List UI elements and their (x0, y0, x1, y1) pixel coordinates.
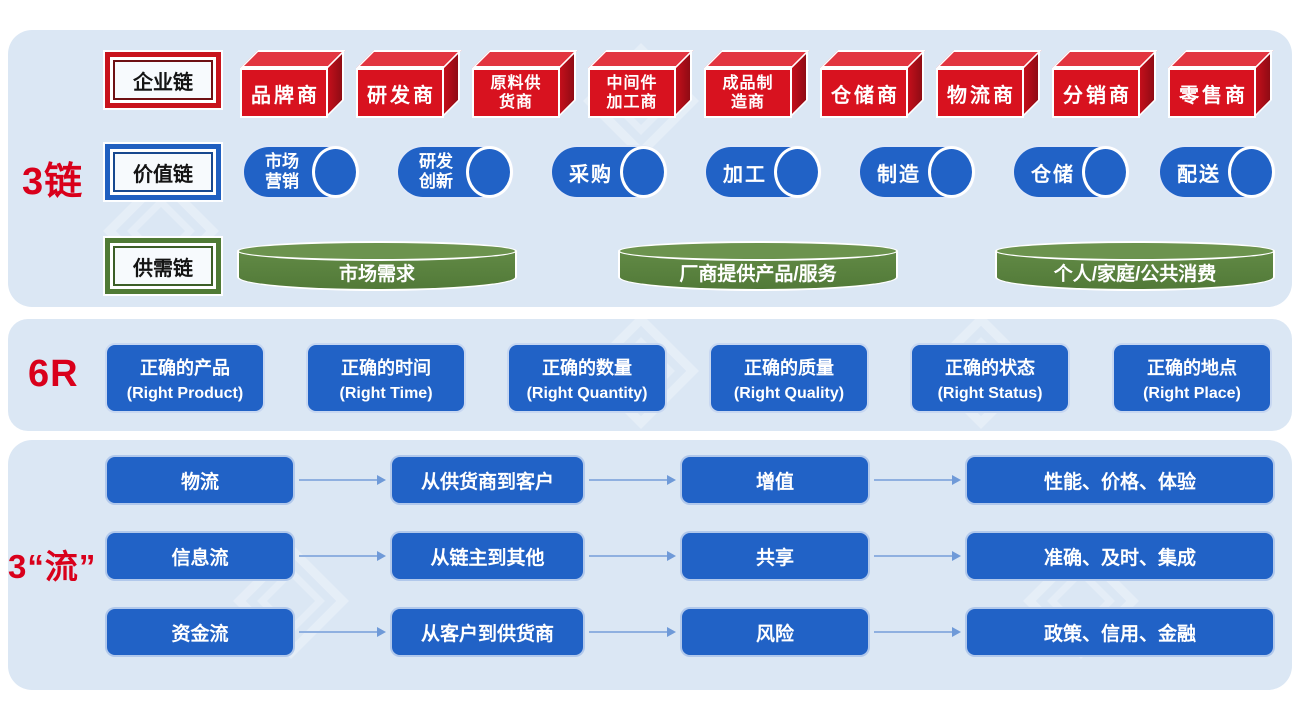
flow-box: 从链主到其他 (390, 531, 585, 581)
enterprise-box-label: 研发商 (356, 68, 444, 118)
six-r-english-label: (Right Place) (1143, 384, 1241, 402)
enterprise-box-label: 仓储商 (820, 68, 908, 118)
flow-box: 资金流 (105, 607, 295, 657)
section-label-6r: 6R (28, 353, 79, 395)
flow-arrow-icon (299, 551, 386, 561)
six-r-chinese-label: 正确的质量 (744, 357, 834, 378)
value-chain-label-box: 价值链 (105, 144, 221, 200)
six-r-english-label: (Right Quality) (733, 384, 845, 402)
flow-box: 物流 (105, 455, 295, 505)
flow-box: 准确、及时、集成 (965, 531, 1275, 581)
enterprise-chain-label: 企业链 (113, 60, 213, 100)
enterprise-box-label: 原料供 货商 (472, 68, 560, 118)
value-cylinder-label: 仓储 (1031, 163, 1075, 186)
cylinder-cap (1228, 146, 1275, 198)
supply-demand-cylinder: 个人/家庭/公共消费 (995, 241, 1275, 291)
flow-box: 政策、信用、金融 (965, 607, 1275, 657)
six-r-chinese-label: 正确的状态 (945, 357, 1035, 378)
supply-demand-cylinder: 市场需求 (237, 241, 517, 291)
flow-box: 性能、价格、体验 (965, 455, 1275, 505)
flow-arrow-icon (299, 475, 386, 485)
six-r-card: 正确的质量 (Right Quality) (709, 343, 869, 413)
flow-box: 共享 (680, 531, 870, 581)
flow-arrow-icon (874, 475, 961, 485)
flow-arrow-icon (589, 475, 676, 485)
value-cylinder-label: 加工 (723, 163, 767, 186)
cylinder-cap (466, 146, 513, 198)
section-label-3-chains: 3链 (22, 161, 84, 203)
six-r-english-label: (Right Time) (339, 384, 433, 402)
enterprise-chain-label-box: 企业链 (105, 52, 221, 108)
value-cylinder-label: 制造 (877, 163, 921, 186)
enterprise-box-label: 分销商 (1052, 68, 1140, 118)
supply-demand-chain-label-box: 供需链 (105, 238, 221, 294)
flow-arrow-icon (589, 627, 676, 637)
enterprise-box: 品牌商 (240, 50, 348, 118)
supply-demand-label: 市场需求 (338, 263, 415, 285)
six-r-chinese-label: 正确的产品 (140, 357, 230, 378)
value-cylinder: 研发 创新 (396, 145, 514, 199)
flow-box: 风险 (680, 607, 870, 657)
cylinder-cap (774, 146, 821, 198)
enterprise-box: 零售商 (1168, 50, 1276, 118)
value-cylinder: 配送 (1158, 145, 1276, 199)
cylinder-top-face (995, 241, 1275, 261)
flow-arrow-icon (299, 627, 386, 637)
six-r-english-label: (Right Product) (126, 384, 244, 402)
value-cylinder-label: 研发 创新 (419, 152, 453, 191)
value-cylinder: 采购 (550, 145, 668, 199)
value-cylinder: 市场 营销 (242, 145, 360, 199)
flow-arrow-icon (874, 627, 961, 637)
enterprise-box-label: 成品制 造商 (704, 68, 792, 118)
value-cylinder: 仓储 (1012, 145, 1130, 199)
value-cylinder-label: 配送 (1177, 163, 1221, 186)
supply-demand-label: 个人/家庭/公共消费 (1053, 263, 1217, 285)
value-cylinder: 加工 (704, 145, 822, 199)
enterprise-box: 成品制 造商 (704, 50, 812, 118)
value-cylinder: 制造 (858, 145, 976, 199)
cylinder-cap (620, 146, 667, 198)
value-chain-label: 价值链 (113, 152, 213, 192)
supply-demand-label: 厂商提供产品/服务 (679, 263, 837, 285)
six-r-card: 正确的数量 (Right Quantity) (507, 343, 667, 413)
cylinder-cap (312, 146, 359, 198)
enterprise-box: 仓储商 (820, 50, 928, 118)
value-cylinder-label: 采购 (569, 163, 613, 186)
flow-box: 增值 (680, 455, 870, 505)
value-cylinder-label: 市场 营销 (265, 152, 299, 191)
enterprise-box-label: 物流商 (936, 68, 1024, 118)
flow-box: 从供货商到客户 (390, 455, 585, 505)
supply-demand-chain-label: 供需链 (113, 246, 213, 286)
six-r-english-label: (Right Quantity) (526, 384, 648, 402)
six-r-chinese-label: 正确的数量 (542, 357, 632, 378)
six-r-card: 正确的时间 (Right Time) (306, 343, 466, 413)
cylinder-top-face (237, 241, 517, 261)
six-r-card: 正确的状态 (Right Status) (910, 343, 1070, 413)
enterprise-box: 原料供 货商 (472, 50, 580, 118)
enterprise-box-label: 中间件 加工商 (588, 68, 676, 118)
six-r-card: 正确的产品 (Right Product) (105, 343, 265, 413)
six-r-chinese-label: 正确的地点 (1147, 357, 1237, 378)
flow-box: 信息流 (105, 531, 295, 581)
flow-box: 从客户到供货商 (390, 607, 585, 657)
cylinder-cap (1082, 146, 1129, 198)
section-label-3-flows: 3“流” (8, 548, 97, 585)
six-r-english-label: (Right Status) (937, 384, 1043, 402)
enterprise-box: 物流商 (936, 50, 1044, 118)
enterprise-box-label: 零售商 (1168, 68, 1256, 118)
cylinder-cap (928, 146, 975, 198)
cylinder-top-face (618, 241, 898, 261)
enterprise-box-label: 品牌商 (240, 68, 328, 118)
enterprise-box: 分销商 (1052, 50, 1160, 118)
supply-demand-cylinder: 厂商提供产品/服务 (618, 241, 898, 291)
flow-arrow-icon (589, 551, 676, 561)
flow-arrow-icon (874, 551, 961, 561)
enterprise-box: 中间件 加工商 (588, 50, 696, 118)
enterprise-box: 研发商 (356, 50, 464, 118)
six-r-chinese-label: 正确的时间 (341, 357, 431, 378)
six-r-card: 正确的地点 (Right Place) (1112, 343, 1272, 413)
